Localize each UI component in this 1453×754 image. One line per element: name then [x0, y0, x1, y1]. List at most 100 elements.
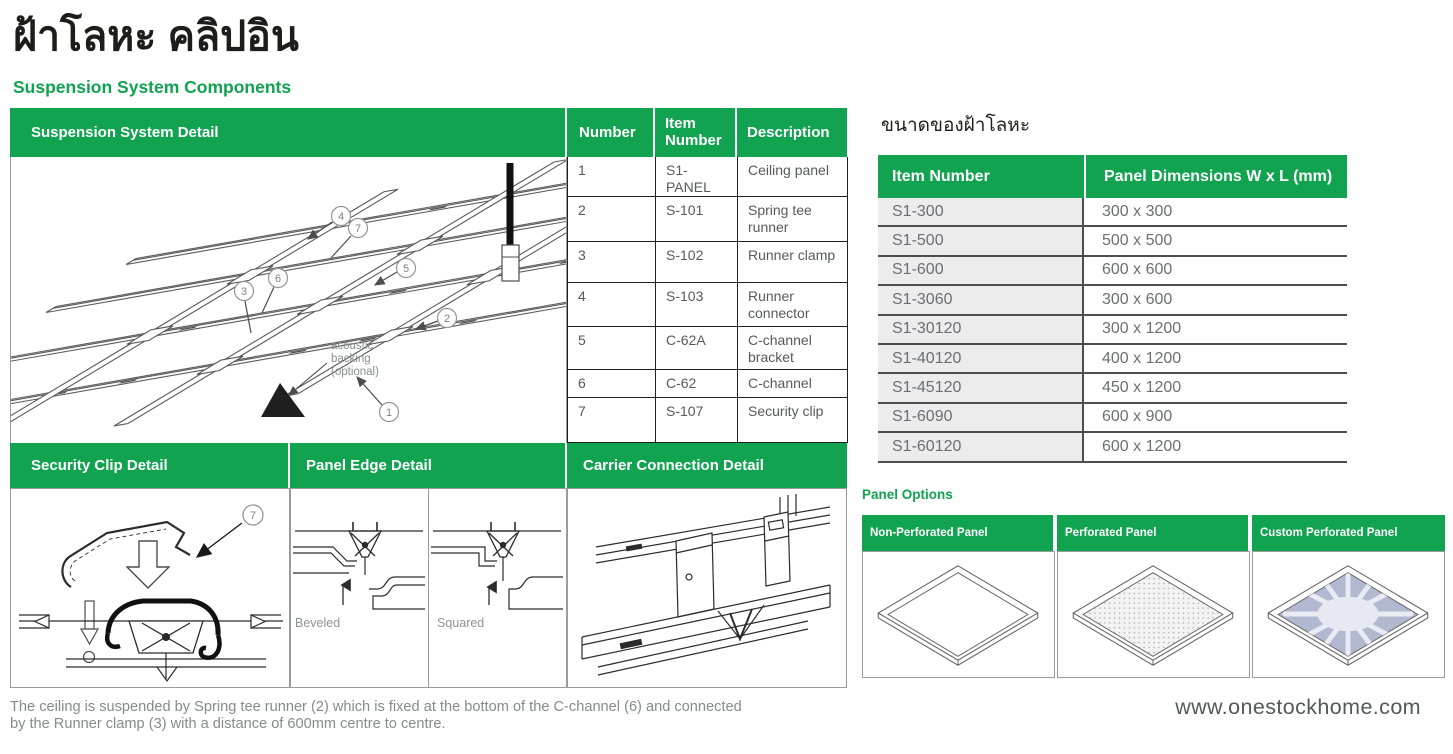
callout-2: 2 — [444, 313, 450, 325]
header-panel-edge-detail: Panel Edge Detail — [290, 443, 567, 488]
suspension-system-diagram: acoustic backing (optional) 4 7 5 6 3 2 — [10, 157, 567, 443]
table-cell: 6 — [568, 370, 656, 398]
security-clip-detail-panel: 7 — [10, 488, 290, 688]
sizes-col-item-number: Item Number — [878, 155, 1086, 198]
dimensions-cell: 300 x 600 — [1084, 286, 1347, 314]
table-cell: Ceiling panel — [738, 157, 848, 197]
panel-option-custom-perforated: Custom Perforated Panel — [1252, 515, 1445, 679]
panel-options: Non-Perforated Panel Perforated Panel Cu… — [862, 515, 1447, 679]
header-security-clip-detail: Security Clip Detail — [10, 443, 290, 488]
beveled-edge-subpanel: Beveled — [291, 489, 429, 687]
panel-edge-detail-panel: Beveled Squared — [290, 488, 567, 688]
non-perforated-panel-image — [877, 565, 1039, 666]
item-number-cell: S1-60120 — [878, 433, 1084, 461]
header-carrier-connection-detail: Carrier Connection Detail — [567, 443, 847, 488]
table-cell: 5 — [568, 327, 656, 370]
website-link[interactable]: www.onestockhome.com — [1175, 695, 1421, 719]
dimensions-cell: 300 x 300 — [1084, 198, 1347, 226]
callout-6: 6 — [275, 273, 281, 285]
table-cell: S-101 — [656, 197, 738, 242]
footer-line-2: by the Runner clamp (3) with a distance … — [10, 715, 446, 732]
table-cell: 3 — [568, 242, 656, 283]
panel-option-perforated: Perforated Panel — [1057, 515, 1250, 679]
non-perforated-panel-label: Non-Perforated Panel — [862, 515, 1055, 551]
security-clip-drawing: 7 — [19, 504, 283, 683]
components-table: 1 S1-PANEL Ceiling panel 2 S-101 Spring … — [567, 157, 848, 443]
table-cell: S-103 — [656, 283, 738, 327]
table-cell: Runner connector — [738, 283, 848, 327]
item-number-cell: S1-6090 — [878, 403, 1084, 432]
perforated-panel-label: Perforated Panel — [1057, 515, 1250, 551]
details-header-bar: Security Clip Detail Panel Edge Detail C… — [10, 443, 847, 488]
panel-options-heading: Panel Options — [862, 487, 953, 502]
acoustic-backing-patch — [261, 383, 305, 417]
table-cell: S-107 — [656, 398, 738, 443]
item-number-cell: S1-300 — [878, 198, 1084, 226]
panel-option-non-perforated: Non-Perforated Panel — [862, 515, 1055, 679]
callout-1: 1 — [386, 407, 392, 419]
item-number-cell: S1-30120 — [878, 315, 1084, 343]
carrier-connection-drawing — [581, 494, 831, 676]
callout-7: 7 — [355, 223, 361, 235]
table-cell: Spring tee runner — [738, 197, 848, 242]
squared-label: Squared — [437, 616, 484, 630]
header-item-number: Item Number — [655, 108, 737, 157]
header-description: Description — [737, 108, 847, 157]
dimensions-cell: 400 x 1200 — [1084, 344, 1347, 373]
table-cell: S1-PANEL — [656, 157, 738, 197]
item-number-cell: S1-3060 — [878, 286, 1084, 314]
dimensions-cell: 600 x 1200 — [1084, 433, 1347, 461]
section-heading: Suspension System Components — [13, 77, 292, 97]
table-cell: C-62 — [656, 370, 738, 398]
dimensions-cell: 600 x 600 — [1084, 256, 1347, 285]
components-header-bar: Suspension System Detail Number Item Num… — [10, 108, 847, 157]
callout-5: 5 — [403, 263, 409, 275]
table-cell: C-channel — [738, 370, 848, 398]
table-cell: 7 — [568, 398, 656, 443]
suspension-diagram-drawing: acoustic backing (optional) 4 7 5 6 3 2 — [11, 157, 566, 443]
custom-perforated-panel-image — [1267, 565, 1429, 666]
callout-3: 3 — [241, 286, 247, 298]
table-cell: 2 — [568, 197, 656, 242]
table-cell: Runner clamp — [738, 242, 848, 283]
table-cell: C-channel bracket — [738, 327, 848, 370]
acoustic-backing-label: acoustic backing (optional) — [331, 340, 379, 378]
sizes-col-dimensions: Panel Dimensions W x L (mm) — [1086, 155, 1347, 198]
custom-perforated-panel-label: Custom Perforated Panel — [1252, 515, 1445, 551]
dimensions-cell: 300 x 1200 — [1084, 315, 1347, 343]
callout-4: 4 — [338, 211, 344, 223]
table-cell: S-102 — [656, 242, 738, 283]
security-callout-7: 7 — [250, 510, 256, 522]
sizes-heading: ขนาดของฝ้าโลหะ — [881, 115, 1031, 136]
dimensions-cell: 450 x 1200 — [1084, 374, 1347, 402]
dimensions-cell: 500 x 500 — [1084, 227, 1347, 255]
header-number: Number — [567, 108, 655, 157]
dimensions-cell: 600 x 900 — [1084, 403, 1347, 432]
page-title: ฝ้าโลหะ คลิปอิน — [13, 13, 299, 59]
squared-edge-subpanel: Squared — [429, 489, 566, 687]
item-number-cell: S1-500 — [878, 227, 1084, 255]
table-cell: C-62A — [656, 327, 738, 370]
item-number-cell: S1-40120 — [878, 344, 1084, 373]
carrier-connection-detail-panel — [567, 488, 847, 688]
header-suspension-system-detail: Suspension System Detail — [10, 108, 567, 157]
perforated-panel-image — [1072, 565, 1234, 666]
item-number-cell: S1-45120 — [878, 374, 1084, 402]
item-number-cell: S1-600 — [878, 256, 1084, 285]
beveled-label: Beveled — [295, 616, 340, 630]
table-cell: Security clip — [738, 398, 848, 443]
table-cell: 1 — [568, 157, 656, 197]
sizes-table-header: Item Number Panel Dimensions W x L (mm) — [878, 155, 1347, 198]
footer-line-1: The ceiling is suspended by Spring tee r… — [10, 699, 742, 715]
table-cell: 4 — [568, 283, 656, 327]
